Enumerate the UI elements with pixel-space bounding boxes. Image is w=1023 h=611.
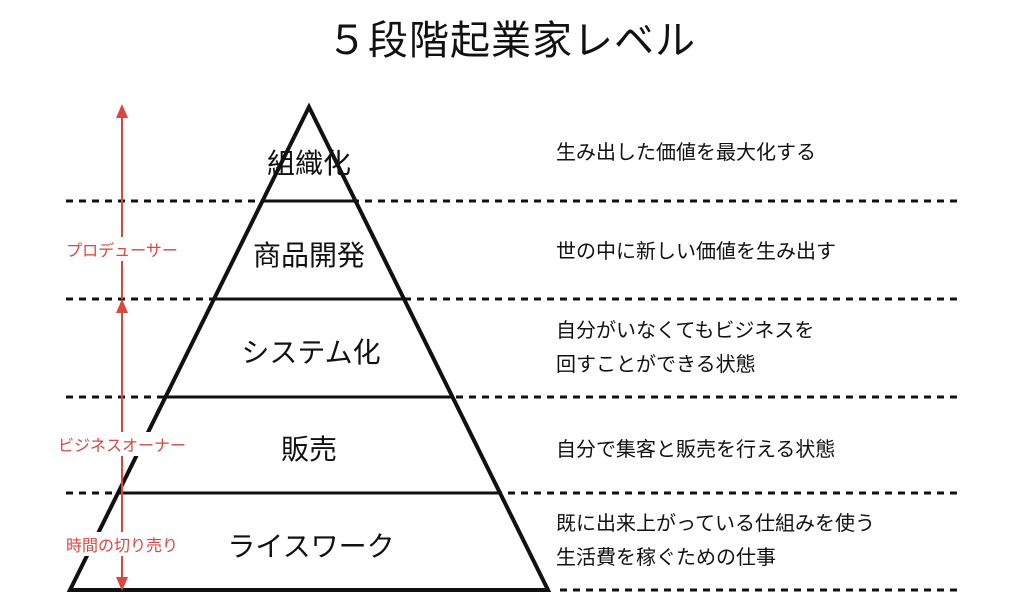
role-label-producer: プロデューサー	[64, 237, 180, 261]
pyramid-outline	[66, 102, 552, 592]
arrow-bottom-head	[116, 577, 128, 591]
level-label-sales: 販売	[280, 433, 338, 466]
level-description-rice-work: 既に出来上がっている仕組みを使う 生活費を稼ぐための仕事	[556, 511, 875, 569]
role-label-time-for-money: 時間の切り売り	[63, 532, 181, 556]
page-title: ５段階起業家レベル	[327, 18, 696, 64]
level-label-systemization: システム化	[241, 336, 381, 369]
level-description-sales: 自分で集客と販売を行える状態	[556, 437, 836, 461]
level-description-organization: 生み出した価値を最大化する	[556, 140, 816, 164]
level-label-product-development: 商品開発	[252, 239, 366, 272]
arrow-business-owner-head	[116, 299, 128, 313]
level-label-organization: 組織化	[266, 147, 352, 180]
level-description-product-development: 世の中に新しい価値を生み出す	[556, 239, 836, 263]
arrow-producer-head	[116, 104, 128, 118]
role-label-business-owner: ビジネスオーナー	[55, 432, 189, 456]
level-label-rice-work: ライスワーク	[227, 530, 395, 563]
level-description-systemization: 自分がいなくてもビジネスを 回すことができる状態	[556, 318, 815, 376]
